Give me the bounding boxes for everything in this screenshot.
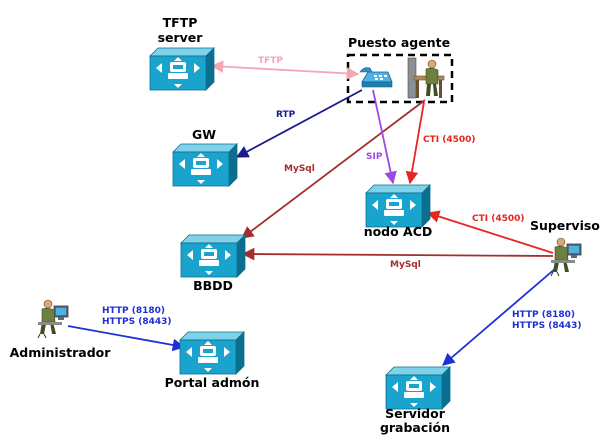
- operator-workstation-icon: [37, 299, 69, 339]
- cisco-server-icon: [179, 331, 245, 375]
- svg-text:Portal admón: Portal admón: [165, 375, 260, 390]
- svg-text:Administrador: Administrador: [10, 345, 112, 360]
- edge-label-cti-agent: CTI (4500): [423, 135, 476, 145]
- edge-http-admin: [67, 325, 186, 352]
- node-puesto-agente: Puesto agente: [348, 35, 450, 99]
- edge-label-http-supervisor-2: HTTPS (8443): [512, 321, 582, 331]
- node-administrador: Administrador: [10, 299, 112, 360]
- edge-label-http-supervisor-1: HTTP (8180): [512, 310, 575, 320]
- edge-http-supervisor: [442, 267, 557, 366]
- svg-text:server: server: [158, 30, 204, 45]
- svg-text:Servidor: Servidor: [385, 406, 446, 421]
- cisco-server-icon: [365, 184, 431, 228]
- edge-label-tftp: TFTP: [258, 56, 283, 66]
- cisco-server-icon: [180, 234, 246, 278]
- node-servidor-grabacion: Servidor grabación: [380, 366, 451, 435]
- svg-text:GW: GW: [192, 127, 216, 142]
- svg-text:grabación: grabación: [380, 420, 450, 435]
- node-acd: nodo ACD: [364, 184, 433, 239]
- edge-mysql-supervisor: [241, 247, 554, 261]
- svg-text:nodo ACD: nodo ACD: [364, 224, 433, 239]
- edge-label-mysql-agent: MySql: [284, 164, 315, 174]
- svg-text:TFTP: TFTP: [163, 15, 198, 30]
- agent-workstation-icon: [407, 57, 445, 99]
- svg-text:Supervisor: Supervisor: [530, 218, 600, 233]
- cisco-server-icon: [172, 143, 238, 187]
- edge-label-mysql-supervisor: MySql: [390, 260, 421, 270]
- node-portal-admon: Portal admón: [165, 331, 260, 390]
- cisco-server-icon: [385, 366, 451, 410]
- edge-label-cti-supervisor: CTI (4500): [472, 214, 525, 224]
- ip-phone-icon: [359, 67, 393, 88]
- svg-text:BBDD: BBDD: [193, 278, 233, 293]
- edge-label-rtp: RTP: [276, 110, 296, 120]
- cisco-server-icon: [149, 47, 215, 91]
- edge-sip: [372, 89, 397, 185]
- edge-label-http-admin-2: HTTPS (8443): [102, 317, 172, 327]
- edge-label-http-admin-1: HTTP (8180): [102, 306, 165, 316]
- edge-cti-agent: [405, 101, 425, 185]
- node-tftp-server: TFTP server: [149, 15, 215, 91]
- node-bbdd: BBDD: [180, 234, 246, 293]
- svg-text:Puesto agente: Puesto agente: [348, 35, 450, 50]
- node-gw: GW: [172, 127, 238, 187]
- edge-cti-supervisor: [426, 210, 554, 254]
- edge-tftp: [210, 60, 360, 80]
- operator-workstation-icon: [550, 237, 582, 277]
- node-supervisor: Supervisor: [530, 218, 600, 277]
- edge-rtp: [235, 89, 363, 158]
- edge-mysql-agent: [240, 99, 426, 239]
- edge-label-sip: SIP: [366, 152, 383, 162]
